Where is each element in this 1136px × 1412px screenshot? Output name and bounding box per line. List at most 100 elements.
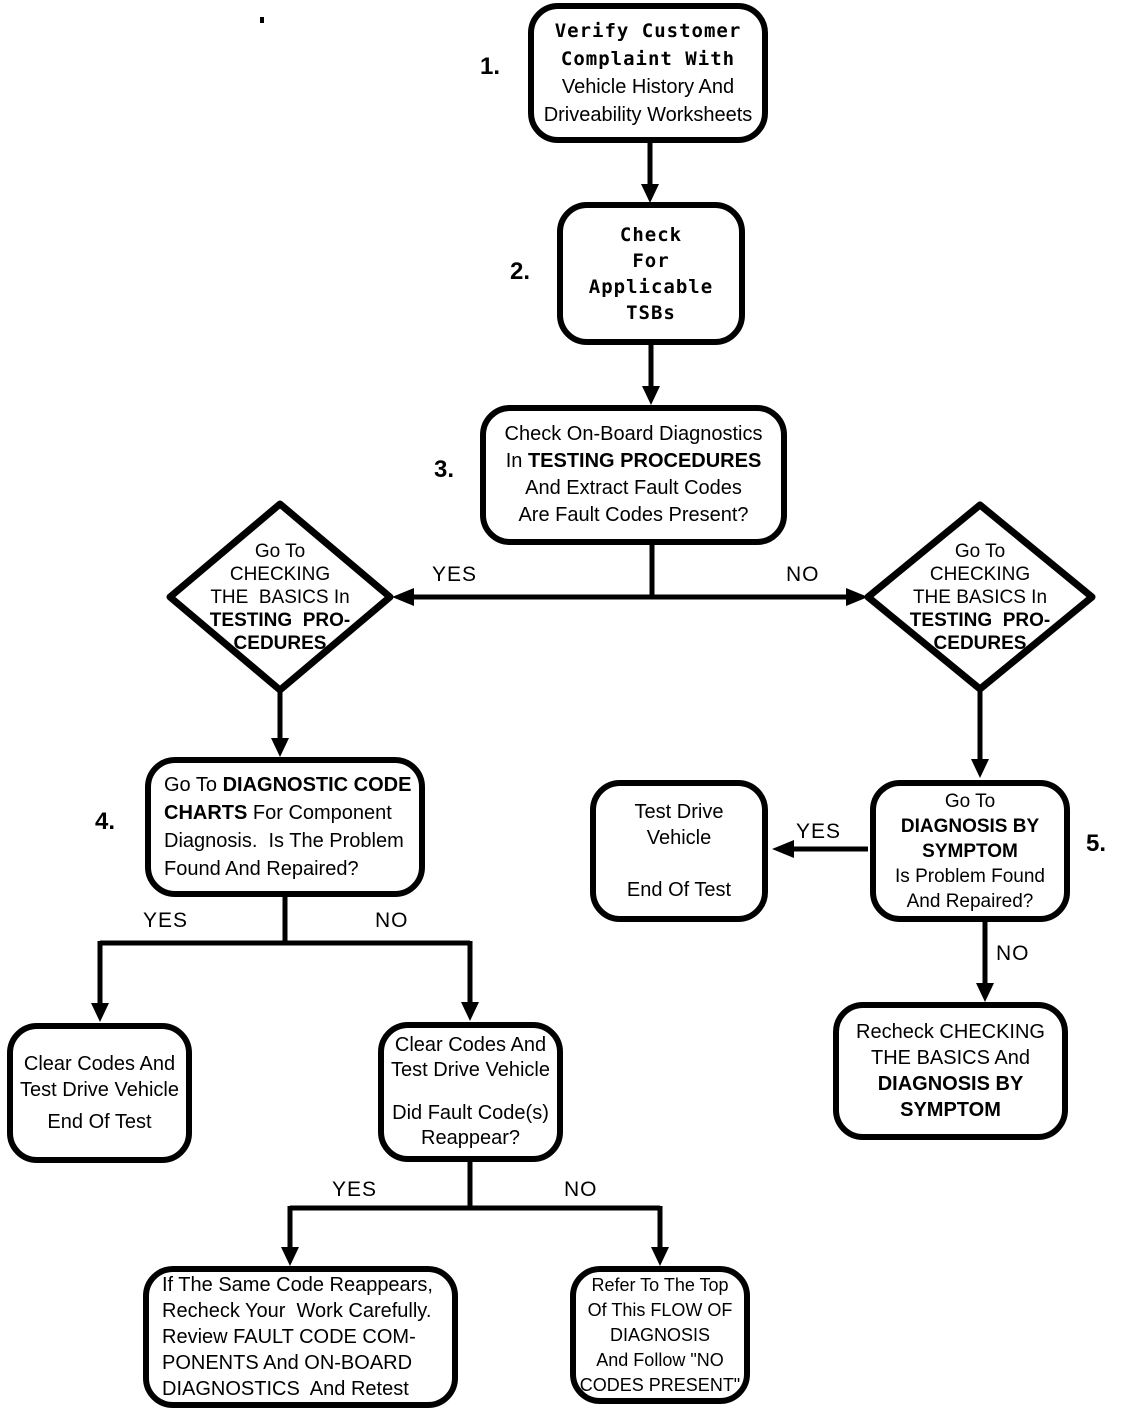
- edge-label-yes-symptom: YES: [796, 820, 842, 843]
- node-clear-codes-end: Clear Codes And Test Drive Vehicle End O…: [7, 1023, 192, 1163]
- node-line: And Extract Fault Codes: [525, 477, 742, 499]
- node-line: Clear Codes And: [23, 1053, 176, 1075]
- node-basics-left-label: Go To CHECKING THE BASICS In TESTING PRO…: [180, 532, 380, 662]
- node-line: If The Same Code Reappears,: [162, 1274, 433, 1296]
- node-refer-top: Refer To The Top Of This FLOW OF DIAGNOS…: [570, 1266, 750, 1404]
- arrowhead-down: [651, 1247, 669, 1266]
- node-line: Reappear?: [421, 1127, 520, 1149]
- step-number-1: 1.: [480, 53, 501, 80]
- node-line: Go To: [954, 540, 1006, 562]
- node-code-charts: Go To DIAGNOSTIC CODE CHARTS For Compone…: [145, 757, 425, 897]
- text-segment: In: [505, 450, 528, 472]
- node-line: DIAGNOSIS BY: [900, 815, 1040, 837]
- edge-label-yes-codes: YES: [432, 563, 478, 586]
- diamond-basics-left: [166, 500, 394, 694]
- node-line: Test Drive Vehicle: [391, 1059, 550, 1081]
- node-line: CEDURES: [233, 632, 327, 654]
- node-line: End Of Test: [626, 879, 732, 901]
- step-number-4: 4.: [95, 808, 116, 835]
- edge-label-no-symptom: NO: [996, 942, 1030, 965]
- print-speck: [260, 17, 264, 23]
- node-line: CHECKING: [929, 563, 1031, 585]
- node-line: SYMPTOM: [900, 1099, 1001, 1121]
- node-line: Test Drive Vehicle: [20, 1079, 179, 1101]
- node-line: And Repaired?: [906, 890, 1034, 912]
- arrowhead-down: [971, 759, 989, 778]
- node-line: THE BASICS And: [871, 1047, 1030, 1069]
- node-line: TESTING PRO-: [209, 609, 351, 631]
- node-line: Go To DIAGNOSTIC CODE: [164, 771, 411, 799]
- node-basics-right-label: Go To CHECKING THE BASICS In TESTING PRO…: [880, 532, 1080, 662]
- node-line: Are Fault Codes Present?: [518, 504, 749, 526]
- step-number-2: 2.: [510, 258, 531, 285]
- node-check-obd: Check On-Board Diagnostics In TESTING PR…: [480, 405, 787, 545]
- node-test-drive: Test Drive Vehicle End Of Test: [590, 780, 768, 922]
- node-check-tsbs: Check For Applicable TSBs: [557, 202, 745, 345]
- node-line: Diagnosis. Is The Problem: [164, 830, 404, 852]
- node-line: Applicable: [588, 275, 714, 298]
- edge-label-no-codes: NO: [786, 563, 820, 586]
- step-number-5: 5.: [1086, 830, 1107, 857]
- node-line: Found And Repaired?: [164, 858, 359, 880]
- text-segment: For Component: [247, 802, 392, 824]
- node-line: Is Problem Found: [895, 865, 1045, 887]
- arrowhead-down: [91, 1003, 109, 1022]
- text-segment: Go To: [164, 774, 223, 796]
- node-line: THE BASICS In: [210, 586, 350, 608]
- node-line: Check On-Board Diagnostics: [504, 423, 763, 445]
- edge-label-yes-reappear: YES: [332, 1178, 378, 1201]
- node-line: CEDURES: [933, 632, 1027, 654]
- edge-label-yes-found: YES: [143, 909, 189, 932]
- node-line: Check: [619, 223, 683, 246]
- node-line: Recheck CHECKING: [856, 1021, 1045, 1043]
- node-line: Vehicle: [646, 827, 712, 849]
- arrowhead-down: [271, 738, 289, 757]
- text-segment-bold: TESTING PROCEDURES: [527, 450, 762, 472]
- node-line: In TESTING PROCEDURES: [506, 448, 762, 475]
- node-line: Vehicle History And: [561, 76, 735, 98]
- node-line: PONENTS And ON-BOARD: [162, 1352, 413, 1374]
- node-line: Complaint With: [560, 48, 736, 70]
- node-line: TESTING PRO-: [909, 609, 1051, 631]
- node-line: End Of Test: [47, 1111, 152, 1133]
- node-line: CODES PRESENT": [579, 1374, 741, 1395]
- node-line: For: [632, 249, 670, 272]
- node-diagnosis-symptom: Go To DIAGNOSIS BY SYMPTOM Is Problem Fo…: [870, 780, 1070, 922]
- node-line: Driveability Worksheets: [543, 104, 753, 126]
- arrowhead-left: [392, 588, 414, 606]
- node-line: Verify Customer: [554, 20, 742, 42]
- edge-label-no-found: NO: [375, 909, 409, 932]
- step-number-3: 3.: [434, 456, 455, 483]
- arrowhead-right: [846, 588, 868, 606]
- arrowhead-down: [641, 184, 659, 203]
- arrowhead-down: [976, 983, 994, 1002]
- diamond-basics-right: [864, 501, 1096, 693]
- node-recheck-basics: Recheck CHECKING THE BASICS And DIAGNOSI…: [833, 1002, 1068, 1140]
- node-line: THE BASICS In: [912, 586, 1048, 608]
- node-line: Test Drive: [634, 801, 724, 823]
- node-line: DIAGNOSTICS And Retest: [162, 1378, 409, 1400]
- node-line: Recheck Your Work Carefully.: [162, 1300, 432, 1322]
- node-verify-complaint: Verify Customer Complaint With Vehicle H…: [528, 3, 768, 143]
- node-line: DIAGNOSIS BY: [877, 1073, 1024, 1095]
- node-line: TSBs: [626, 301, 676, 324]
- node-line: Go To: [944, 790, 996, 812]
- edge-label-no-reappear: NO: [564, 1178, 598, 1201]
- node-line: SYMPTOM: [922, 840, 1018, 862]
- node-clear-codes-reappear: Clear Codes And Test Drive Vehicle Did F…: [378, 1022, 563, 1162]
- node-line: Refer To The Top: [591, 1274, 729, 1295]
- node-same-code-recheck: If The Same Code Reappears, Recheck Your…: [143, 1266, 458, 1408]
- text-segment-bold: CHARTS: [164, 802, 248, 824]
- arrowhead-left: [772, 840, 794, 858]
- arrowhead-down: [461, 1002, 479, 1021]
- node-line: Go To: [254, 540, 306, 562]
- node-line: Review FAULT CODE COM-: [162, 1326, 416, 1348]
- node-line: DIAGNOSIS: [609, 1324, 711, 1345]
- node-line: Of This FLOW OF: [587, 1299, 733, 1320]
- node-line: CHARTS For Component: [164, 799, 392, 827]
- arrowhead-down: [642, 386, 660, 405]
- node-line: CHECKING: [229, 563, 331, 585]
- arrowhead-down: [281, 1247, 299, 1266]
